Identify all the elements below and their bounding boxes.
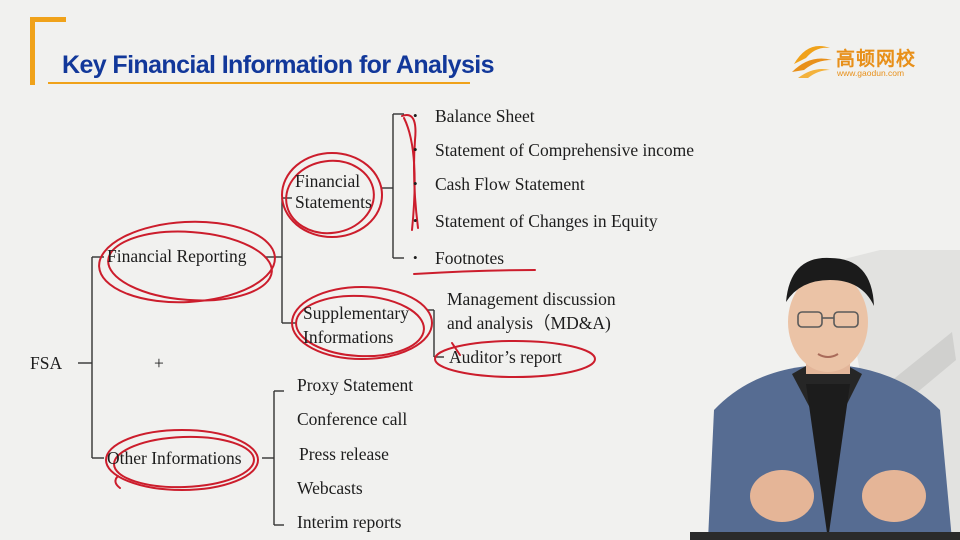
swirl-icon (792, 46, 832, 78)
item-auditor-report: Auditor’s report (449, 347, 562, 367)
brand-logo: 高顿网校 www.gaodun.com (790, 36, 930, 86)
node-fsa: FSA (30, 353, 63, 373)
bullet: • (413, 142, 418, 157)
item-footnotes: Footnotes (435, 248, 505, 268)
node-supplementary-line2: Informations (303, 327, 394, 347)
brand-url: www.gaodun.com (837, 68, 905, 78)
title-bracket (30, 17, 66, 85)
bullet: • (413, 108, 418, 123)
item-comprehensive-income: Statement of Comprehensive income (435, 140, 695, 160)
bullet: • (413, 176, 418, 191)
item-conference-call: Conference call (297, 409, 408, 429)
node-other-informations: Other Informations (107, 448, 242, 468)
brand-name: 高顿网校 (836, 48, 917, 70)
item-proxy-statement: Proxy Statement (297, 375, 414, 395)
item-webcasts: Webcasts (297, 478, 363, 498)
item-balance-sheet: Balance Sheet (435, 106, 535, 126)
item-interim-reports: Interim reports (297, 512, 402, 532)
item-cash-flow: Cash Flow Statement (435, 174, 585, 194)
title-underline (48, 82, 470, 84)
item-press-release: Press release (299, 444, 389, 464)
bullet: • (413, 250, 418, 265)
presenter-video (690, 250, 960, 540)
node-financial-statements-line1: Financial (295, 171, 361, 191)
plus-sign: + (154, 353, 164, 373)
page-title: Key Financial Information for Analysis (62, 51, 495, 79)
node-financial-reporting: Financial Reporting (107, 246, 247, 266)
item-mdna-line1: Management discussion (447, 289, 616, 309)
bullet: • (413, 213, 418, 228)
node-supplementary-line1: Supplementary (303, 303, 409, 323)
annotation-marks (98, 114, 596, 491)
item-changes-in-equity: Statement of Changes in Equity (435, 211, 658, 231)
node-financial-statements-line2: Statements (295, 192, 372, 212)
item-mdna-line2: and analysis（MD&A) (447, 313, 611, 333)
